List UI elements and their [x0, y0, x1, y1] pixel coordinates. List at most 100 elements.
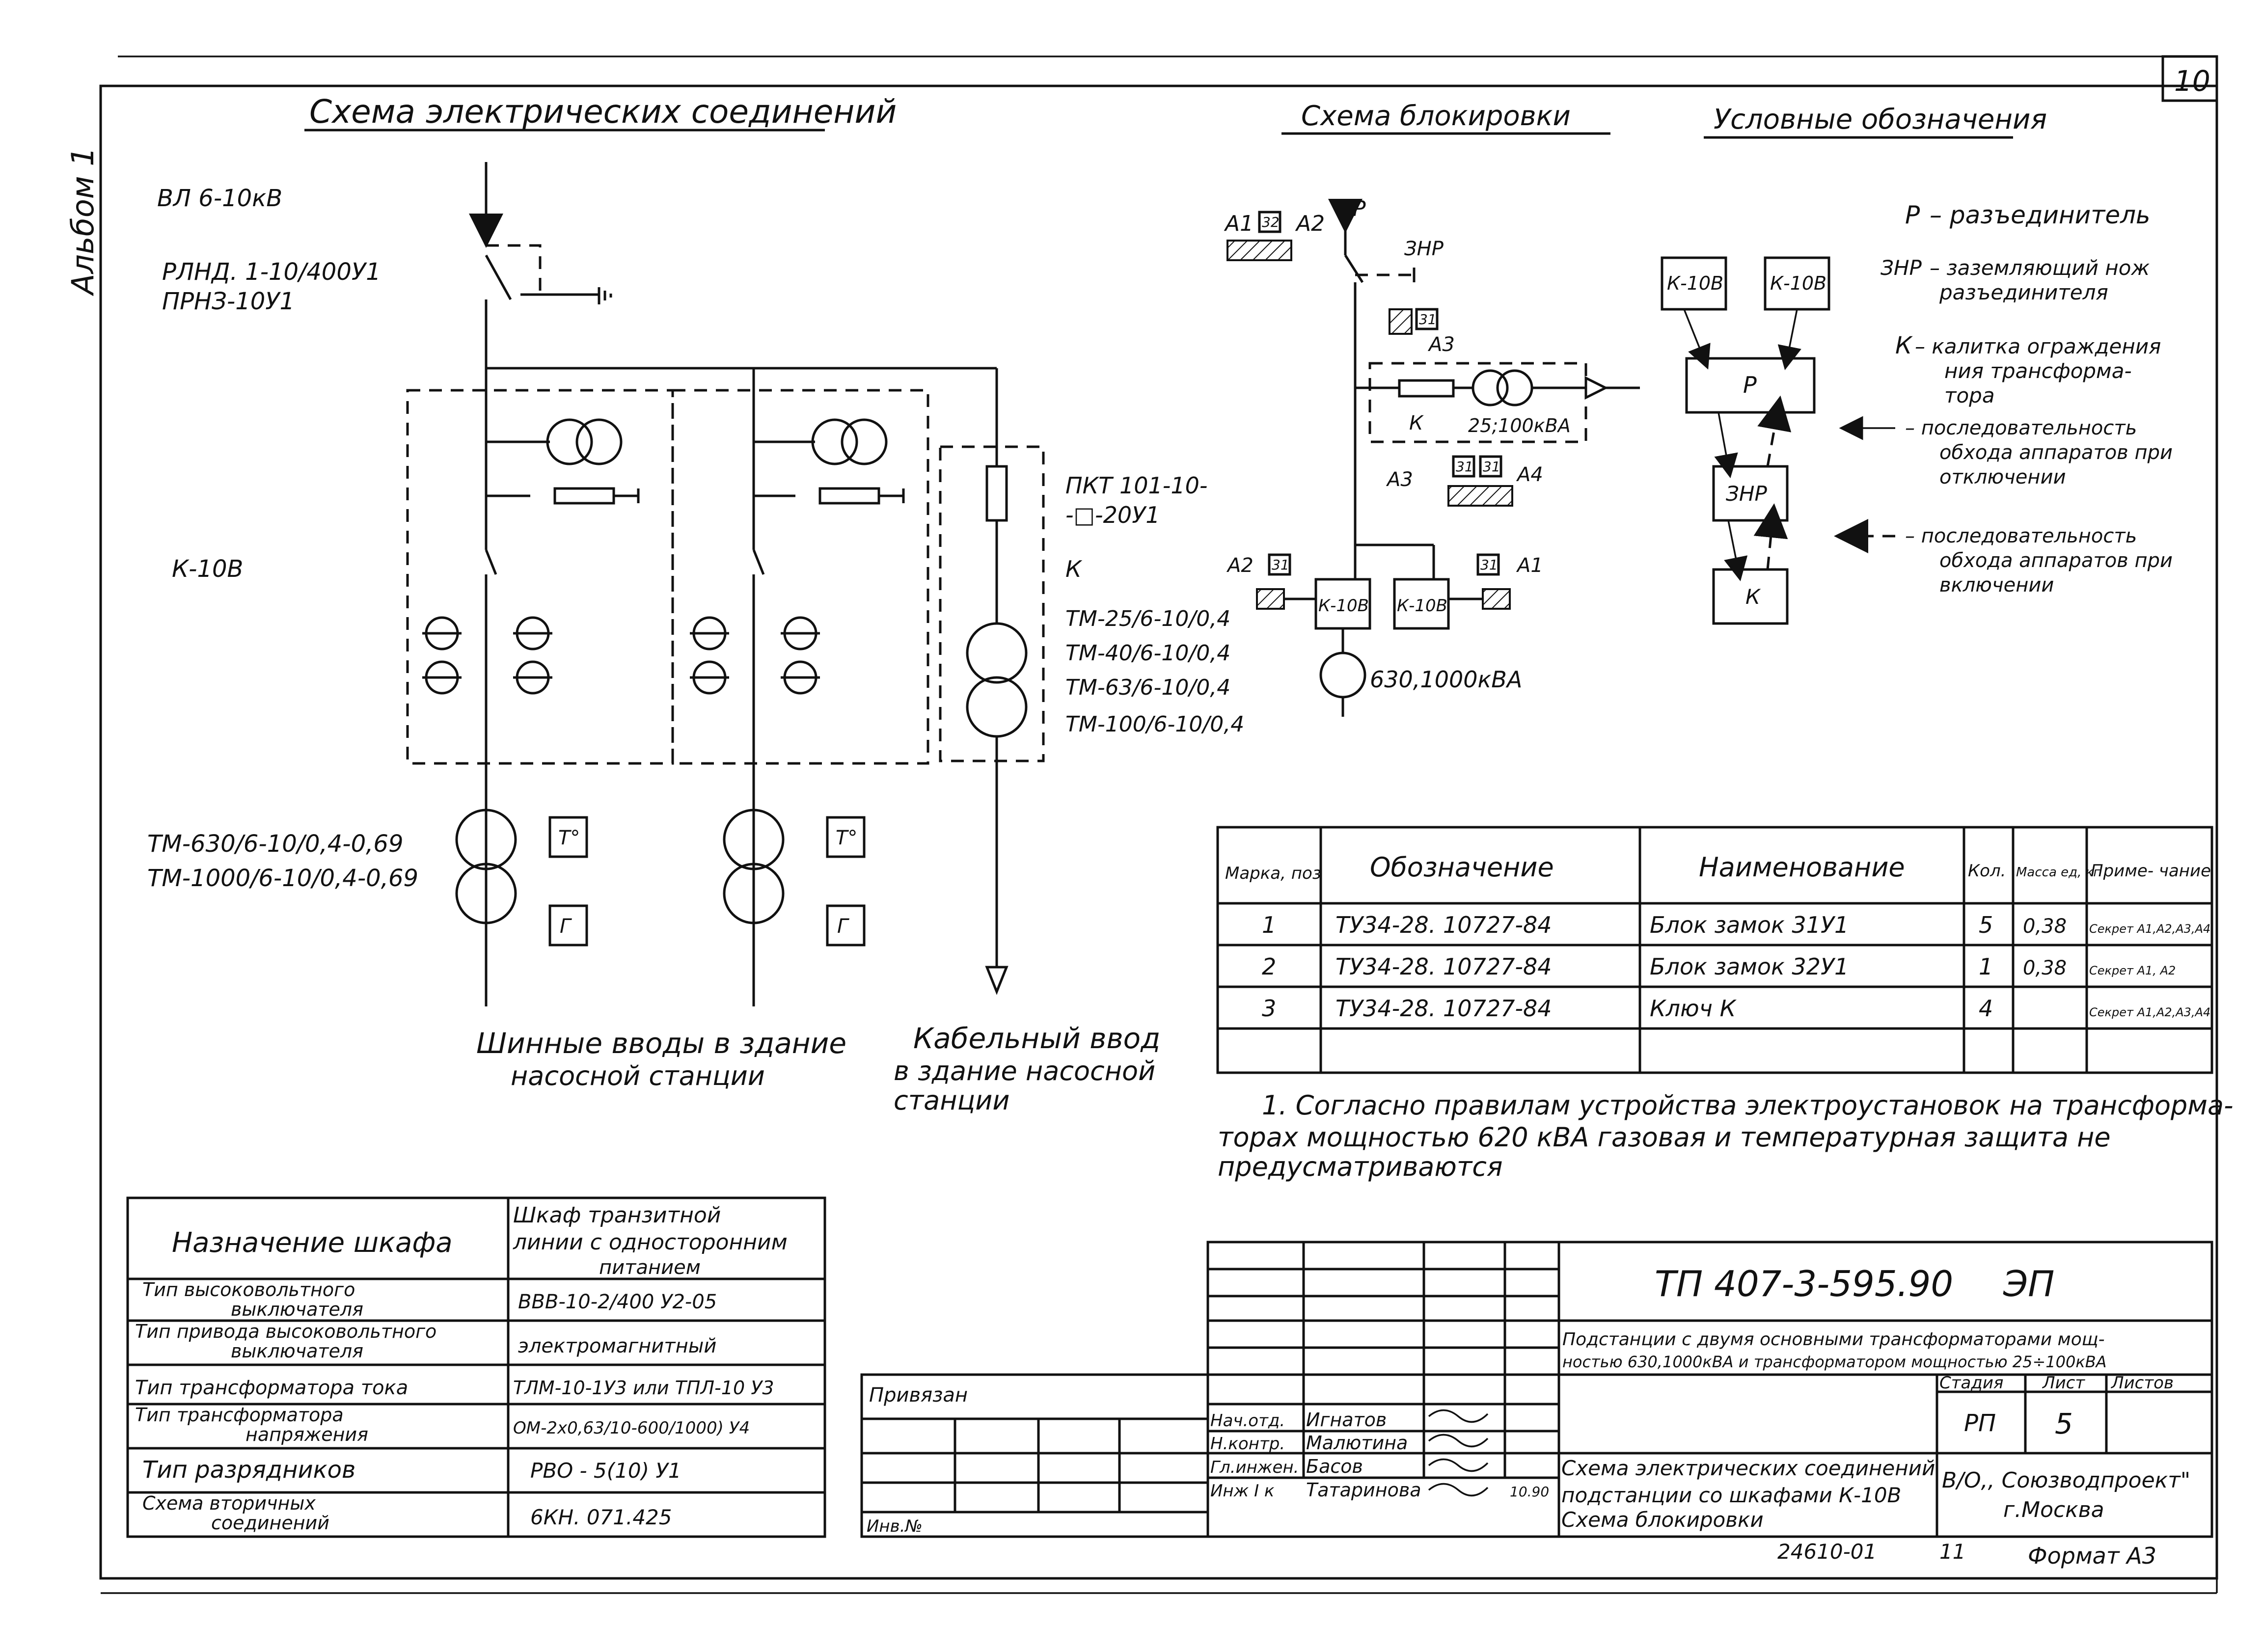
relay-t-1: Т°	[558, 827, 580, 849]
legend-text-zhr-2: разъединителя	[1939, 280, 2108, 304]
fuse-label-2: -□-20У1	[1065, 502, 1160, 528]
sheets-header: Листов	[2110, 1373, 2174, 1393]
disconnector-label-2: ПРНЗ-10У1	[162, 288, 295, 315]
cable-input-3: станции	[894, 1085, 1010, 1116]
name-4: Татаринова	[1306, 1479, 1421, 1501]
legend-code-zhr: ЗНР	[1880, 256, 1922, 280]
interlock-lock31-mid-a: 31	[1456, 459, 1473, 475]
interlock-lock31-mid-b: 31	[1483, 459, 1500, 475]
spec-header-mark: Марка, поз	[1225, 864, 1321, 883]
legend-text-k-3: тора	[1944, 383, 1995, 407]
sheet-header: Лист	[2042, 1373, 2085, 1393]
role-1: Нач.отд.	[1210, 1411, 1285, 1431]
drawing-title-3: Схема блокировки	[1561, 1508, 1764, 1532]
interlock-aux-power: 25;100кВА	[1468, 415, 1571, 436]
org-line-2: г.Москва	[2003, 1497, 2104, 1522]
spec-row2-mark: 2	[1262, 953, 1276, 980]
album-label: Альбом 1	[65, 147, 101, 297]
legend-block-k: К	[1745, 585, 1761, 609]
interlock-zhr: ЗНР	[1404, 238, 1444, 260]
relay-g-1: Г	[560, 915, 572, 938]
cabinet-row6-label-1: Схема вторичных	[142, 1492, 316, 1514]
interlock-lock31-right: 31	[1480, 557, 1498, 573]
drawing-title-2: подстанции со шкафами К-10В	[1561, 1483, 1901, 1507]
project-line-2: ностью 630,1000кВА и трансформатором мощ…	[1562, 1353, 2107, 1371]
cabinet-header-right-1: Шкаф транзитной	[513, 1203, 721, 1228]
spec-row2-note: Секрет А1, А2	[2089, 964, 2176, 977]
inventory-label: Инв.№	[867, 1517, 923, 1536]
spec-header-name: Наименование	[1699, 852, 1905, 883]
interlock-k: К	[1409, 412, 1424, 434]
disconnector-label-1: РЛНД. 1-10/400У1	[162, 258, 381, 286]
signatures	[1428, 1409, 1489, 1497]
role-3: Гл.инжен.	[1210, 1458, 1299, 1477]
legend-text-k-2: ния трансформа-	[1944, 359, 2132, 383]
interlock-lock31-left: 31	[1272, 557, 1289, 573]
spec-header-note: Приме- чание	[2091, 861, 2211, 881]
interlock-a1-bottom: А1	[1516, 554, 1543, 577]
spec-row2-designation: ТУ34-28. 10727-84	[1335, 953, 1552, 980]
note-line-1: 1. Согласно правилам устройства электроу…	[1262, 1090, 2234, 1121]
title-suffix: ЭП	[2003, 1263, 2054, 1304]
interlock-main-power: 630,1000кВА	[1370, 666, 1522, 693]
cabinet-row2-label-1: Тип привода высоковольтного	[135, 1321, 436, 1342]
aux-transformer-3: ТМ-63/6-10/0,4	[1065, 675, 1230, 700]
interlock-cab-left: К-10В	[1318, 596, 1369, 616]
interlock-a4: А4	[1516, 463, 1543, 486]
sheet-frame	[99, 55, 2218, 1594]
name-3: Басов	[1306, 1456, 1363, 1477]
legend-code-p: Р	[1905, 201, 1920, 229]
aux-transformer-4: ТМ-100/6-10/0,4	[1065, 712, 1244, 737]
legend-block-zhr: ЗНР	[1726, 482, 1768, 506]
interlock-a2: А2	[1295, 211, 1325, 236]
interlock-lock32: 32	[1262, 214, 1280, 230]
spec-header-qty: Кол.	[1968, 861, 2006, 881]
spec-row3-note: Секрет А1,А2,А3,А4	[2089, 1005, 2210, 1019]
spec-row1-mark: 1	[1262, 912, 1276, 938]
cabinet-row6-value: 6КН. 071.425	[530, 1505, 672, 1529]
cabinet-row5-value: РВО - 5(10) У1	[530, 1459, 681, 1483]
legend-block-k10v-1: К-10В	[1667, 272, 1723, 294]
legend-text-off-3: отключении	[1939, 466, 2066, 488]
sheet-value: 5	[2055, 1407, 2073, 1440]
binding-label: Привязан	[869, 1384, 968, 1407]
cabinet-row2-value: электромагнитный	[518, 1335, 716, 1357]
title-block	[1206, 1241, 2213, 1538]
sheet-number: 10	[2174, 64, 2210, 98]
interlock-lock31-top: 31	[1419, 311, 1437, 327]
drawing-title-1: Схема электрических соединений	[1561, 1456, 1935, 1480]
note-line-2: торах мощностью 620 кВА газовая и темпер…	[1218, 1122, 2111, 1153]
heading-connections: Схема электрических соединений	[309, 93, 897, 131]
role-4: Инж I к	[1210, 1481, 1275, 1501]
legend-block-p: Р	[1743, 372, 1757, 398]
spec-row1-designation: ТУ34-28. 10727-84	[1335, 912, 1552, 938]
cabinet-row4-label-1: Тип трансформатора	[135, 1404, 344, 1426]
cabinet-row1-value: ВВВ-10-2/400 У2-05	[518, 1291, 717, 1313]
interlock-p: Р	[1353, 196, 1366, 221]
spec-row3-designation: ТУ34-28. 10727-84	[1335, 995, 1552, 1022]
interlock-a3-bottom: А3	[1386, 468, 1413, 491]
relay-t-2: Т°	[836, 827, 857, 849]
date-value: 10.90	[1510, 1484, 1549, 1500]
legend-text-on-1: – последовательность	[1905, 525, 2137, 547]
aux-transformer-1: ТМ-25/6-10/0,4	[1065, 606, 1230, 631]
legend-text-k-1: – калитка ограждения	[1915, 334, 2161, 358]
cabinet-header-left: Назначение шкафа	[172, 1227, 453, 1259]
cabinet-row5-label-1: Тип разрядников	[142, 1456, 355, 1484]
cabinet-row1-label-2: выключателя	[231, 1299, 363, 1320]
title-code: ТП 407-3-595.90	[1655, 1263, 1953, 1304]
bus-input-1: Шинные вводы в здание	[476, 1027, 846, 1060]
legend-blocks	[1661, 256, 1895, 625]
note-line-3: предусматриваются	[1218, 1151, 1502, 1182]
spec-row3-mark: 3	[1262, 995, 1276, 1022]
cabinet-row6-label-2: соединений	[211, 1512, 329, 1534]
spec-row3-qty: 4	[1979, 995, 1993, 1022]
cable-input-1: Кабельный ввод	[913, 1022, 1160, 1055]
format-label: Формат А3	[2028, 1543, 2156, 1569]
stage-value: РП	[1964, 1409, 1996, 1437]
interlock-a3-top: А3	[1427, 333, 1455, 356]
role-2: Н.контр.	[1210, 1434, 1285, 1454]
stage-header: Стадия	[1939, 1373, 2003, 1393]
aux-transformer-2: ТМ-40/6-10/0,4	[1065, 641, 1230, 666]
